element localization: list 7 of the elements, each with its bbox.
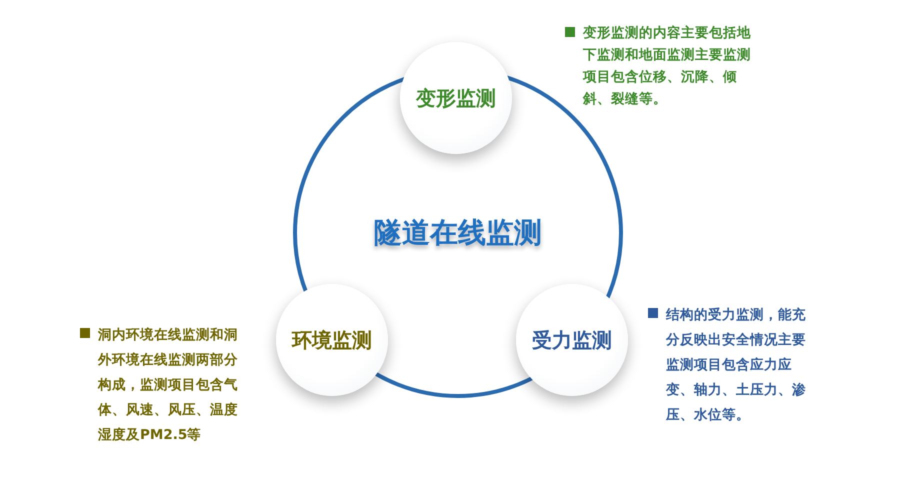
topic-label: 受力监测 xyxy=(532,326,612,354)
description-text: 洞内环境在线监测和洞外环境在线监测两部分构成，监测项目包含气体、风速、风压、温度湿度及PM2.5等 xyxy=(98,326,239,445)
center-title: 隧道在线监测 xyxy=(374,215,542,251)
topic-label: 变形监测 xyxy=(416,84,496,112)
description-text: 结构的受力监测，能充分反映出安全情况主要监测项目包含应力应变、轴力、土压力、渗压、水位等。 xyxy=(666,306,807,425)
topic-label: 环境监测 xyxy=(292,326,372,354)
description-text: 变形监测的内容主要包括地下监测和地面监测主要监测项目包含位移、沉降、倾斜、裂缝等。 xyxy=(583,24,752,109)
